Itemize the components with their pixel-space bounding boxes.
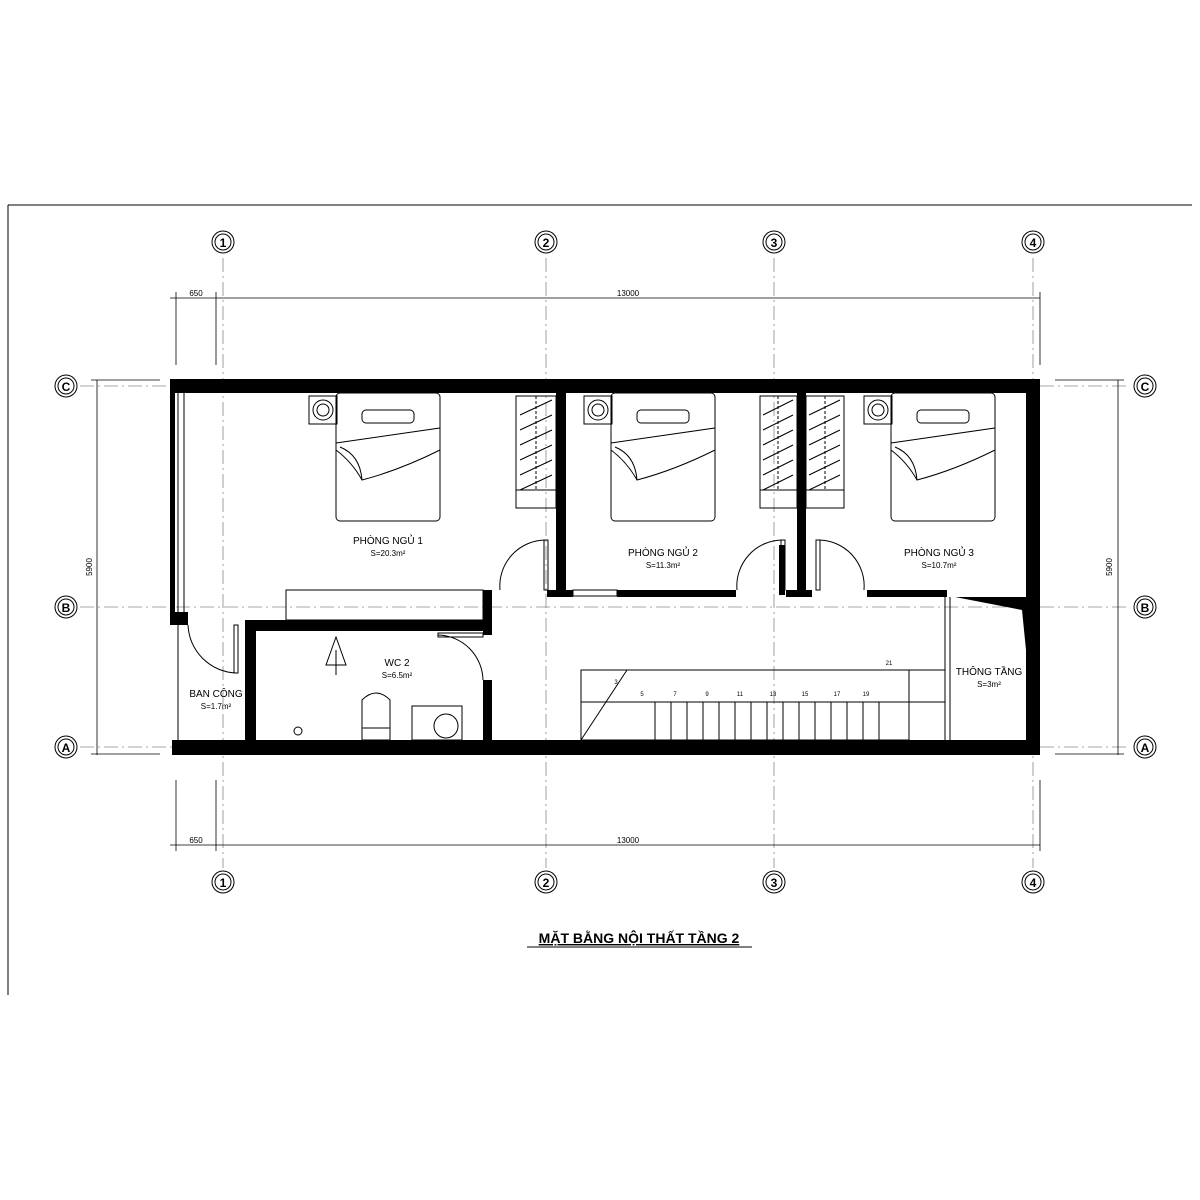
grid-bubble-row-b-right: B bbox=[1133, 595, 1157, 619]
svg-text:4: 4 bbox=[1030, 236, 1037, 250]
wardrobe-1 bbox=[515, 395, 557, 509]
grid-bubble-row-c-right: C bbox=[1133, 374, 1157, 398]
room-name-wc: WC 2 bbox=[385, 658, 410, 669]
room-area-wc: S=6.5m² bbox=[382, 671, 413, 680]
dim-top-left: 650 bbox=[189, 289, 203, 298]
stair-numbers: 3 5 7 9 11 13 15 17 19 21 bbox=[614, 661, 893, 698]
svg-text:C: C bbox=[62, 380, 71, 394]
svg-text:3: 3 bbox=[771, 876, 778, 890]
room-area-void: S=3m² bbox=[977, 680, 1001, 689]
room-name-balcony: BAN CÔNG bbox=[189, 687, 243, 700]
svg-text:A: A bbox=[62, 741, 71, 755]
axis-lines bbox=[80, 258, 1128, 868]
room-name-bedroom-1: PHÒNG NGỦ 1 bbox=[353, 534, 423, 547]
drawing-title: MẶT BẰNG NỘI THẤT TẦNG 2 bbox=[539, 929, 740, 946]
svg-text:1: 1 bbox=[220, 876, 227, 890]
svg-text:B: B bbox=[62, 601, 71, 615]
room-name-bedroom-3: PHÒNG NGỦ 3 bbox=[904, 546, 974, 559]
staircase bbox=[580, 669, 946, 741]
stair-number: 19 bbox=[863, 692, 870, 698]
stair-number: 13 bbox=[770, 692, 777, 698]
grid-bubble-col-3-bottom: 3 bbox=[762, 870, 786, 894]
dim-top-main: 13000 bbox=[617, 289, 640, 298]
dim-bottom-main: 13000 bbox=[617, 836, 640, 845]
balcony-rail bbox=[177, 393, 185, 740]
stair-number: 5 bbox=[640, 692, 644, 698]
room-name-bedroom-2: PHÒNG NGỦ 2 bbox=[628, 546, 698, 559]
svg-text:2: 2 bbox=[543, 876, 550, 890]
dim-bottom-left: 650 bbox=[189, 836, 203, 845]
room-area-bedroom-1: S=20.3m² bbox=[371, 549, 406, 558]
grid-bubble-col-1: 1 bbox=[211, 230, 235, 254]
svg-text:A: A bbox=[1141, 741, 1150, 755]
bed-3 bbox=[863, 392, 996, 522]
grid-bubble-row-a-right: A bbox=[1133, 735, 1157, 759]
stair-number: 17 bbox=[834, 692, 841, 698]
room-area-balcony: S=1.7m² bbox=[201, 702, 232, 711]
grid-bubble-col-4: 4 bbox=[1021, 230, 1045, 254]
stair-number: 21 bbox=[886, 661, 893, 667]
svg-text:4: 4 bbox=[1030, 876, 1037, 890]
stair-number: 7 bbox=[673, 692, 677, 698]
grid-bubbles: 1 2 3 4 1 2 3 4 C B A C B A bbox=[54, 230, 1157, 894]
grid-bubble-col-2: 2 bbox=[534, 230, 558, 254]
void-area bbox=[944, 597, 951, 740]
wardrobe-3 bbox=[805, 395, 845, 509]
stair-number: 3 bbox=[614, 680, 618, 686]
grid-bubble-col-4-bottom: 4 bbox=[1021, 870, 1045, 894]
svg-text:3: 3 bbox=[771, 236, 778, 250]
stair-number: 11 bbox=[737, 692, 744, 698]
grid-bubble-row-c-left: C bbox=[54, 374, 78, 398]
grid-bubble-col-3: 3 bbox=[762, 230, 786, 254]
grid-bubble-row-b-left: B bbox=[54, 595, 78, 619]
dim-left-height: 5900 bbox=[85, 558, 94, 576]
walls bbox=[170, 379, 1040, 755]
room-name-void: THÔNG TẦNG bbox=[956, 665, 1023, 678]
svg-text:B: B bbox=[1141, 601, 1150, 615]
wc-fixtures bbox=[293, 635, 463, 741]
room-area-bedroom-3: S=10.7m² bbox=[922, 561, 957, 570]
doors bbox=[187, 539, 865, 681]
svg-text:1: 1 bbox=[220, 236, 227, 250]
stair-number: 15 bbox=[802, 692, 809, 698]
dimension-lines bbox=[91, 292, 1124, 851]
wardrobe-2 bbox=[759, 395, 798, 509]
counter bbox=[285, 589, 484, 621]
dim-right-height: 5900 bbox=[1105, 558, 1114, 576]
grid-bubble-col-2-bottom: 2 bbox=[534, 870, 558, 894]
bed-2 bbox=[583, 392, 716, 522]
bed-1 bbox=[308, 392, 441, 522]
svg-text:2: 2 bbox=[543, 236, 550, 250]
svg-text:C: C bbox=[1141, 380, 1150, 394]
room-area-bedroom-2: S=11.3m² bbox=[646, 561, 681, 570]
grid-bubble-col-1-bottom: 1 bbox=[211, 870, 235, 894]
grid-bubble-row-a-left: A bbox=[54, 735, 78, 759]
stair-number: 9 bbox=[705, 692, 709, 698]
